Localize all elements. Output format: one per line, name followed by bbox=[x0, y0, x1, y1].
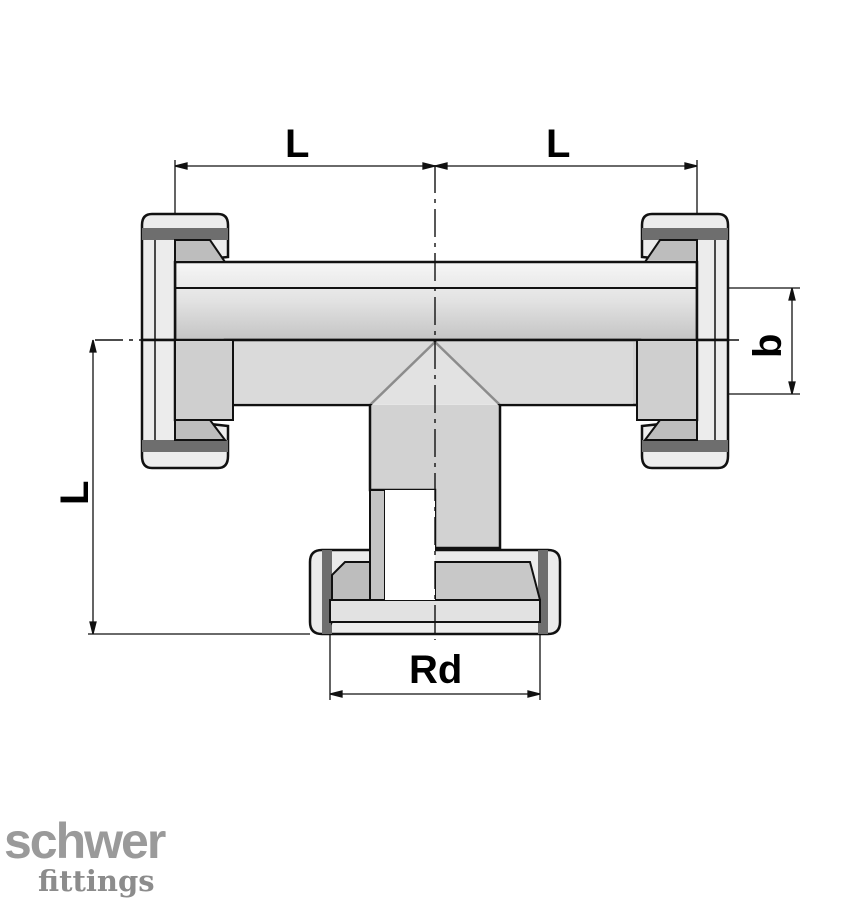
dim-label-branch-length: L bbox=[53, 481, 97, 505]
dim-label-bore: b bbox=[746, 334, 790, 358]
dim-label-thread: Rd bbox=[409, 648, 462, 692]
schwer-fittings-logo: schwer fittings bbox=[4, 816, 194, 906]
right-nut bbox=[636, 212, 730, 470]
logo-wordmark-schwer: schwer bbox=[4, 813, 166, 869]
dimension-lines bbox=[88, 160, 800, 700]
main-body bbox=[173, 260, 699, 550]
left-nut bbox=[140, 212, 234, 470]
dim-label-right-length: L bbox=[546, 122, 570, 166]
center-lines bbox=[95, 165, 745, 640]
dim-label-left-length: L bbox=[285, 122, 309, 166]
logo-wordmark-fittings: fittings bbox=[38, 864, 155, 898]
